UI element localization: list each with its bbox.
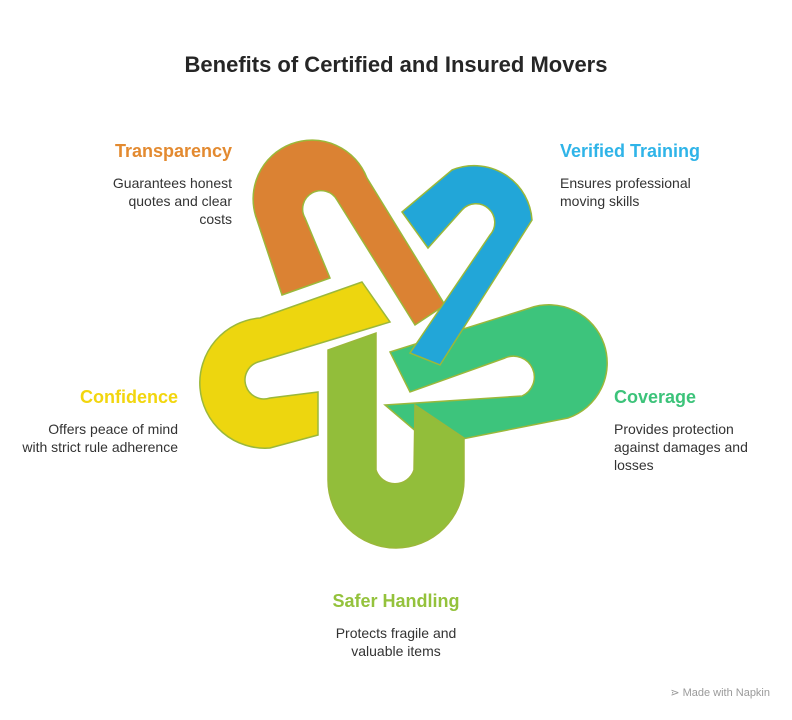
coverage-block: Coverage Provides protection against dam…	[614, 387, 774, 474]
footer-credit: ⋗ Made with Napkin	[670, 686, 770, 699]
transparency-description: Guarantees honest quotes and clear costs	[112, 175, 232, 227]
confidence-heading: Confidence	[79, 387, 178, 407]
verified-training-block: Verified Training Ensures professional m…	[560, 141, 760, 210]
transparency-block: Transparency Guarantees honest quotes an…	[36, 141, 232, 228]
coverage-heading: Coverage	[614, 387, 697, 407]
verified-training-loop	[400, 164, 533, 366]
safer-handling-heading: Safer Handling	[332, 591, 460, 611]
confidence-loop	[199, 281, 392, 449]
confidence-description: Offers peace of mind with strict rule ad…	[22, 421, 178, 455]
footer-text: Made with Napkin	[682, 687, 770, 699]
transparency-heading: Transparency	[114, 141, 232, 161]
safer-handling-loop	[327, 331, 465, 549]
confidence-block: Confidence Offers peace of mind with str…	[20, 387, 178, 456]
napkin-logo-icon: ⋗	[670, 687, 680, 699]
verified-training-description: Ensures professional moving skills	[560, 175, 691, 209]
safer-handling-block: Safer Handling Protects fragile and valu…	[296, 591, 496, 660]
coverage-description: Provides protection against damages and …	[614, 421, 748, 473]
page-title: Benefits of Certified and Insured Movers	[184, 52, 608, 77]
safer-handling-description: Protects fragile and valuable items	[335, 625, 457, 659]
transparency-loop	[252, 139, 447, 327]
verified-training-heading: Verified Training	[560, 141, 701, 161]
